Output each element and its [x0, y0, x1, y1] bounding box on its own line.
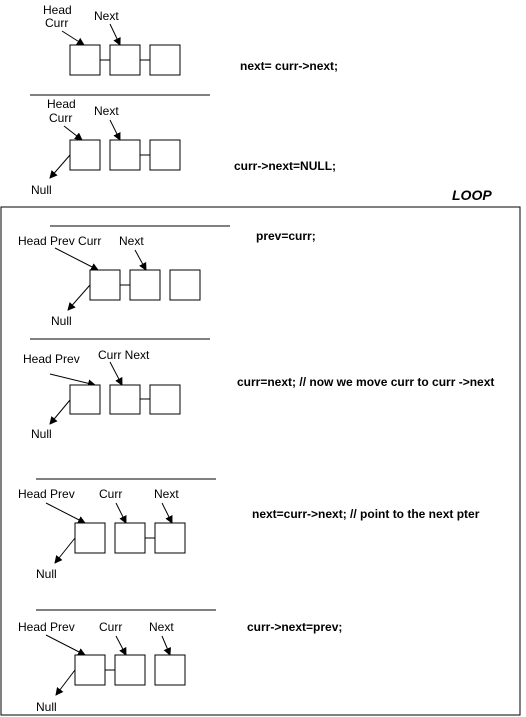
label-curr-next: Curr Next — [98, 348, 150, 362]
arrow-next — [161, 502, 173, 524]
label-curr: Curr — [45, 16, 68, 30]
step-5: Head Prev Curr Next Null next=curr->next… — [18, 487, 480, 581]
step-1: Head Curr Next next= curr->next; — [43, 3, 338, 76]
arrow-head-curr — [61, 30, 85, 46]
label-null: Null — [31, 183, 52, 197]
arrow-to-null — [54, 537, 76, 564]
arrow-head-prev — [45, 502, 86, 524]
arrow-to-null — [67, 284, 91, 311]
label-next: Next — [149, 620, 174, 634]
label-next: Next — [94, 104, 119, 118]
code-step-4: curr=next; // now we move curr to curr -… — [237, 375, 494, 389]
label-next: Next — [94, 9, 119, 23]
list-node — [109, 139, 141, 171]
code-step-1: next= curr->next; — [240, 59, 338, 73]
label-curr: Curr — [99, 620, 122, 634]
arrow-to-null — [49, 154, 71, 179]
arrow-head-curr — [63, 125, 83, 141]
list-node — [89, 269, 121, 301]
label-head-prev: Head Prev — [18, 620, 75, 634]
list-node — [129, 269, 161, 301]
list-node — [69, 44, 101, 76]
loop-label: LOOP — [452, 187, 492, 203]
list-node — [149, 44, 181, 76]
label-head: Head — [43, 3, 72, 17]
code-step-6: curr->next=prev; — [247, 620, 342, 634]
arrow-next — [109, 23, 121, 46]
list-node — [154, 654, 186, 686]
arrow-curr — [115, 635, 127, 656]
list-node — [149, 384, 181, 415]
list-node — [69, 384, 101, 415]
code-step-5: next=curr->next; // point to the next pt… — [252, 507, 480, 521]
arrow-head-prev — [49, 373, 96, 388]
label-null: Null — [31, 427, 52, 441]
arrow-to-null — [55, 669, 76, 696]
step-3: Head Prev Curr Next Null prev=curr; — [18, 229, 316, 328]
list-node — [154, 522, 186, 554]
list-node — [114, 654, 146, 686]
code-step-2: curr->next=NULL; — [234, 159, 336, 173]
list-node — [74, 522, 106, 554]
label-head-prev: Head Prev — [18, 487, 75, 501]
step-2: Head Curr Next Null curr->next=NULL; — [31, 97, 336, 197]
list-node — [109, 44, 141, 76]
arrow-next — [161, 635, 171, 656]
label-head-prev-curr: Head Prev Curr — [18, 234, 101, 248]
step-6: Head Prev Curr Next Null curr->next=prev… — [18, 620, 342, 714]
label-null: Null — [36, 567, 57, 581]
arrow-head-prev-curr — [54, 247, 99, 271]
arrow-curr-next — [109, 361, 123, 386]
label-head: Head — [47, 97, 76, 111]
list-node — [114, 522, 146, 554]
list-node — [74, 654, 106, 686]
list-node — [69, 139, 101, 171]
arrow-head-prev — [45, 634, 86, 656]
label-null: Null — [36, 700, 57, 714]
label-next: Next — [154, 487, 179, 501]
label-next: Next — [119, 234, 144, 248]
arrow-to-null — [49, 399, 71, 425]
arrow-curr — [115, 502, 127, 524]
label-curr: Curr — [99, 487, 122, 501]
label-curr: Curr — [49, 111, 72, 125]
code-step-3: prev=curr; — [256, 229, 316, 243]
step-4: Head Prev Curr Next Null curr=next; // n… — [23, 348, 494, 441]
arrow-next — [134, 249, 147, 271]
list-node — [109, 384, 141, 415]
loop-container — [0, 206, 521, 716]
label-null: Null — [51, 314, 72, 328]
arrow-next — [109, 119, 121, 141]
list-node — [169, 269, 201, 301]
list-node — [149, 139, 181, 171]
label-head-prev: Head Prev — [23, 352, 80, 366]
